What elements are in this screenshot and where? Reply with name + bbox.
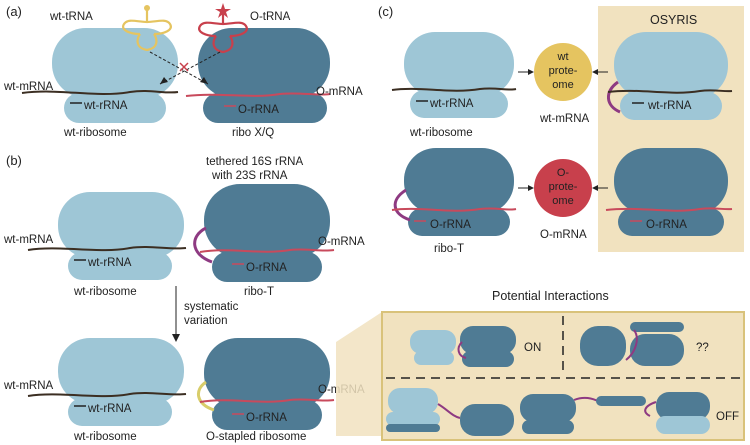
ribo-t-label-b: ribo-T <box>244 286 274 298</box>
wt-rrna-label-b1: wt-rRNA <box>87 257 132 269</box>
large-subunit <box>52 28 178 98</box>
wt-ribosome-label-c: wt-ribosome <box>409 127 473 139</box>
interactions-title: Potential Interactions <box>492 289 609 303</box>
cross-arrows <box>149 51 221 85</box>
wt-ribosome-label-b2: wt-ribosome <box>73 431 137 443</box>
o-rrna-label-b2: O-rRNA <box>246 412 287 424</box>
wt-rrna-label-c1: wt-rRNA <box>429 98 474 110</box>
off-configuration-3 <box>644 392 710 434</box>
o-mrna-label: O-mRNA <box>316 86 363 98</box>
o-trna-label: O-tRNA <box>250 11 291 23</box>
o-stapled-ribosome <box>197 338 335 430</box>
o-proteome-line1: O- <box>557 167 570 179</box>
wt-proteome-line1: wt <box>557 51 569 63</box>
wt-proteome-line3: ome <box>552 79 573 91</box>
arrowhead <box>200 77 208 84</box>
arrowhead <box>160 77 168 84</box>
off-label: OFF <box>716 411 739 423</box>
tether-loop <box>193 226 213 264</box>
arrowhead <box>592 185 598 191</box>
osyris-label: OSYRIS <box>650 13 697 27</box>
tether-label-line1: tethered 16S rRNA <box>206 156 303 168</box>
wt-ribosome-b2 <box>27 338 187 426</box>
panel-c-label: (c) <box>378 4 393 19</box>
staple-loop <box>197 380 215 412</box>
tether-label-line2: with 23S rRNA <box>211 170 288 182</box>
o-stapled-label: O-stapled ribosome <box>206 431 306 443</box>
wt-ribosome-label: wt-ribosome <box>63 127 127 139</box>
x-mark-icon <box>179 62 189 72</box>
off-configuration-1 <box>386 388 514 436</box>
wt-mrna-label-b2: wt-mRNA <box>3 380 54 392</box>
on-configuration <box>410 326 516 367</box>
off-configuration-2 <box>520 394 646 434</box>
o-mrna-strand <box>185 92 331 97</box>
o-rrna-label: O-rRNA <box>238 104 279 116</box>
o-rrna-label-c2: O-rRNA <box>646 219 687 231</box>
interactions-panel: Potential Interactions ON ?? <box>336 289 745 441</box>
wt-trna-label: wt-tRNA <box>49 11 93 23</box>
small-subunit <box>64 93 166 123</box>
wt-trna-icon <box>122 5 172 52</box>
wt-ribosome-a <box>21 28 179 123</box>
wt-rrna-label-b2: wt-rRNA <box>87 403 132 415</box>
arrowhead <box>528 185 534 191</box>
wt-proteome-line2: prote- <box>549 65 578 77</box>
arrowhead <box>592 69 598 75</box>
osyris-wt-ribosome <box>607 32 733 120</box>
wt-mrna-strand <box>21 90 179 95</box>
o-mrna-label-c: O-mRNA <box>540 229 587 241</box>
wt-mrna-label-b1: wt-mRNA <box>3 234 54 246</box>
o-mrna-label-b1: O-mRNA <box>318 236 365 248</box>
panel-a-label: (a) <box>6 4 22 19</box>
arrowhead <box>528 69 534 75</box>
panel-a: (a) wt-rRNA wt-mRNA wt-ribosome wt-tRNA … <box>3 3 363 139</box>
wt-ribosome-b1 <box>27 192 187 280</box>
on-label: ON <box>524 342 541 354</box>
ribo-xq-label: ribo X/Q <box>232 127 274 139</box>
small-subunit <box>203 93 327 123</box>
variation-arrowhead <box>172 334 180 342</box>
osyris-o-ribosome <box>605 148 733 236</box>
variation-label-line2: variation <box>184 315 227 327</box>
o-proteome-circle <box>534 159 592 217</box>
panel-c: (c) OSYRIS wt-rRNA wt-ribosome wt prote-… <box>378 4 744 255</box>
large-subunit <box>198 28 330 98</box>
unknown-configuration <box>580 322 684 366</box>
o-rrna-label-c1: O-rRNA <box>430 219 471 231</box>
wt-ribosome-c <box>391 32 517 118</box>
o-proteome-line2: prote- <box>549 181 578 193</box>
wt-rrna-label-c2: wt-rRNA <box>647 100 692 112</box>
wt-ribosome-label-b1: wt-ribosome <box>73 286 137 298</box>
wt-proteome-circle <box>534 43 592 101</box>
ribo-t-b <box>193 184 335 282</box>
callout-wedge <box>336 312 382 436</box>
o-rrna-label-b1: O-rRNA <box>246 262 287 274</box>
unknown-label: ?? <box>696 342 709 354</box>
ribo-t-c <box>391 148 517 236</box>
panel-b: (b) tethered 16S rRNA with 23S rRNA wt-r… <box>3 153 365 443</box>
ribo-t-label-c: ribo-T <box>434 243 464 255</box>
wt-mrna-label-c: wt-mRNA <box>539 113 590 125</box>
panel-b-label: (b) <box>6 153 22 168</box>
variation-label-line1: systematic <box>184 301 239 313</box>
o-proteome-line3: ome <box>552 195 573 207</box>
o-trna-icon <box>198 3 248 54</box>
wt-rrna-label: wt-rRNA <box>83 100 128 112</box>
wt-mrna-label: wt-mRNA <box>3 81 54 93</box>
